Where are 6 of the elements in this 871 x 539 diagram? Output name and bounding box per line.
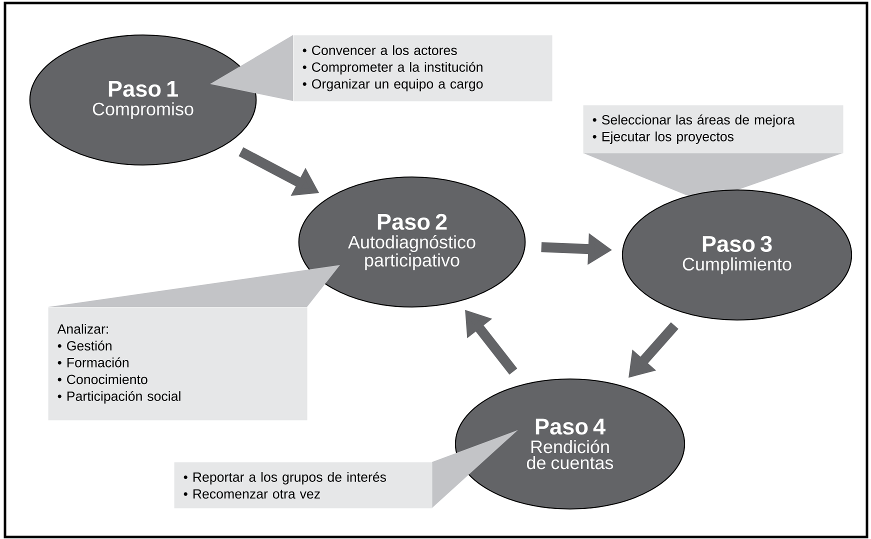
callout-box: Analizar: • Gestión • Formación • Conocimiento • Participación social [48,265,340,420]
callout-box: • Seleccionar las áreas de mejora • Ejecutar los proyectos [583,105,844,202]
callout-box: • Reportar a los grupos de interés • Recomenzar otra vez [174,430,518,508]
node-label: • Seleccionar las áreas de mejora [592,114,795,128]
callout-box: • Convencer a los actores • Comprometer a la institución • Organizar un equipo a cargo [210,35,552,102]
node-label: • Ejecutar los proyectos [592,132,734,144]
